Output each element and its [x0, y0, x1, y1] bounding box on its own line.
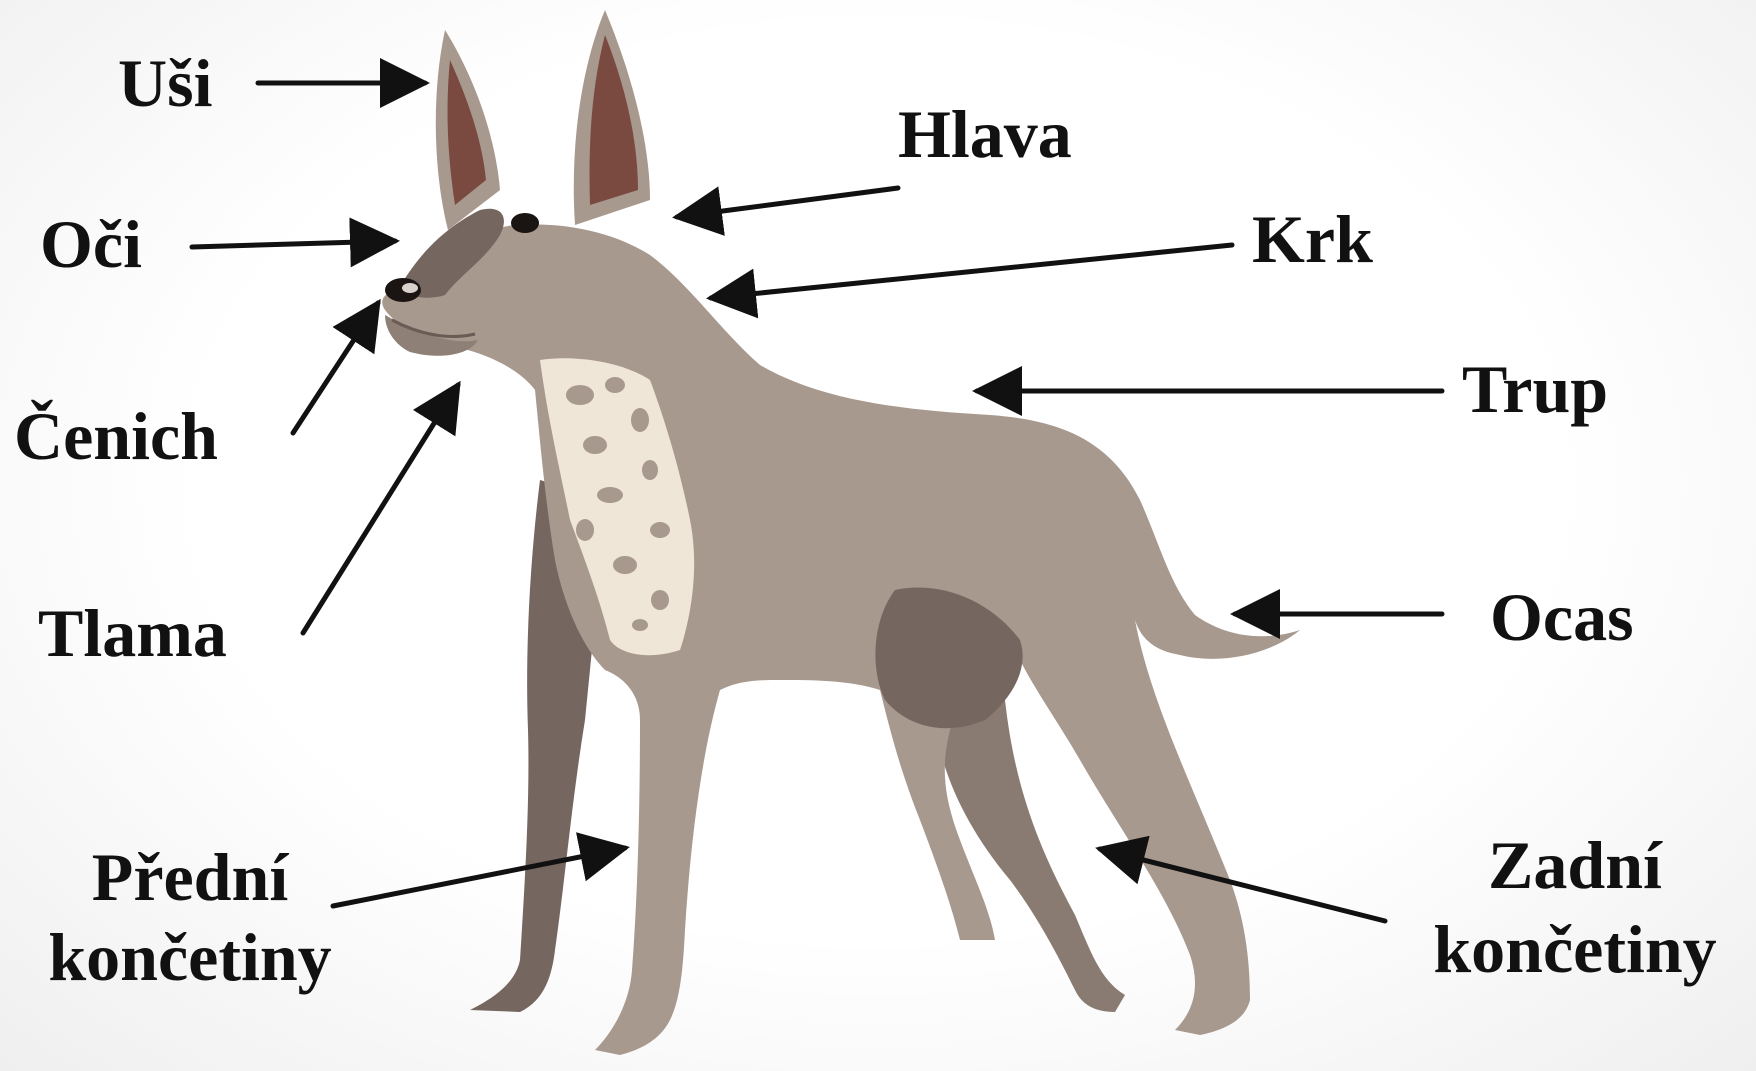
- arrow-krk: [711, 245, 1232, 298]
- label-cenich: Čenich: [14, 397, 218, 475]
- dog-eye: [511, 213, 539, 233]
- arrow-tlama: [303, 385, 458, 633]
- label-zadni-line2: končetiny: [1400, 910, 1750, 988]
- label-tlama: Tlama: [38, 594, 227, 672]
- arrow-oci: [192, 241, 395, 247]
- label-zadni-line1: Zadní: [1400, 826, 1750, 904]
- arrow-cenich: [293, 303, 378, 433]
- dog-illustration: [382, 10, 1300, 1055]
- label-predni-line2: končetiny: [20, 918, 360, 996]
- label-trup: Trup: [1462, 350, 1608, 428]
- label-predni-line1: Přední: [20, 838, 360, 916]
- arrow-hlava: [677, 188, 898, 217]
- arrow-predni: [333, 848, 625, 906]
- label-ocas: Ocas: [1490, 578, 1634, 656]
- label-hlava: Hlava: [898, 95, 1072, 173]
- arrow-zadni: [1100, 849, 1385, 921]
- label-usi: Uši: [118, 44, 212, 122]
- label-oci: Oči: [40, 205, 142, 283]
- dog-body: [382, 224, 1300, 1055]
- label-krk: Krk: [1252, 200, 1373, 278]
